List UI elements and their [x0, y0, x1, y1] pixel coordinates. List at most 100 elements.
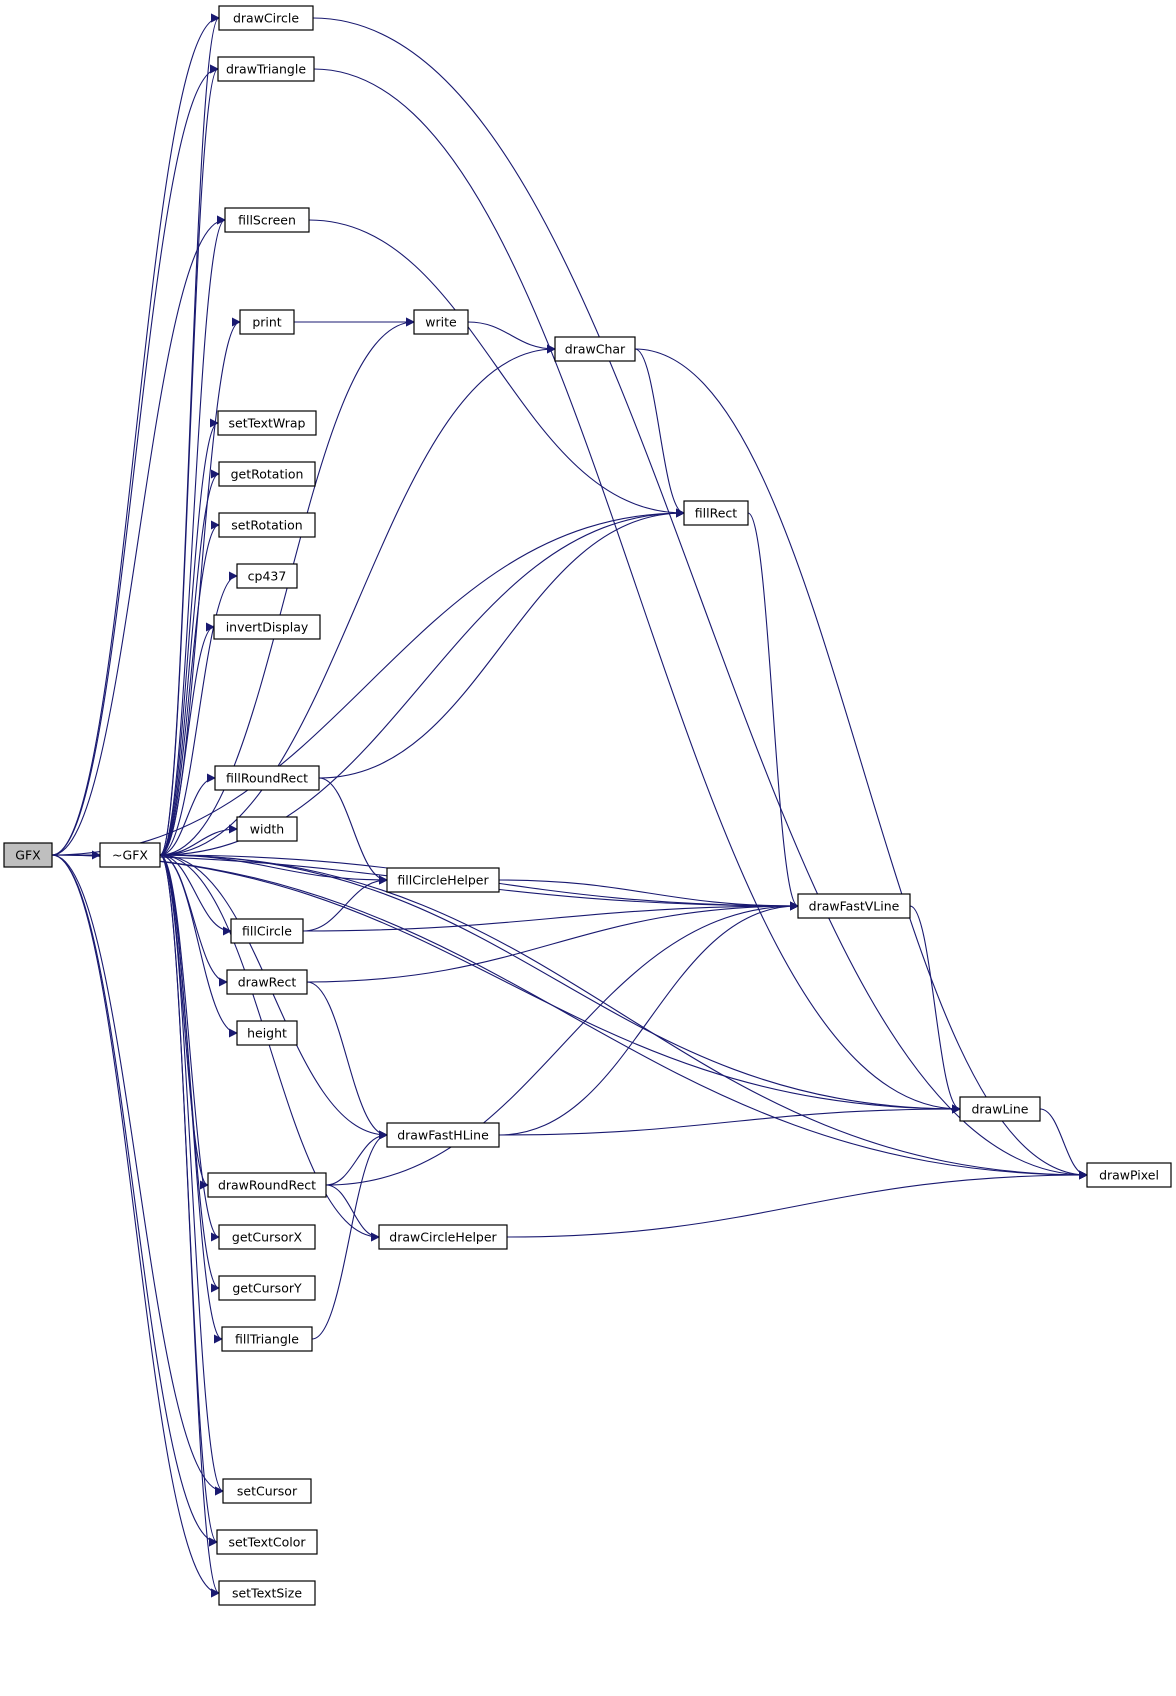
node-label: drawPixel [1099, 1168, 1159, 1183]
node-fillRoundRect[interactable]: fillRoundRect [214, 765, 320, 791]
edge-dtor-to-drawFastHLine [159, 854, 388, 1140]
edge-fillCircle-to-drawFastVLine [302, 901, 799, 932]
node-label: drawChar [565, 342, 626, 357]
node-box [797, 893, 911, 919]
node-drawFastVLine[interactable]: drawFastVLine [797, 893, 911, 919]
edge-path [51, 215, 226, 856]
node-label: drawRoundRect [218, 1178, 316, 1193]
edge-drawRect-to-drawFastVLine [306, 901, 799, 983]
edge-path [159, 571, 238, 856]
node-fillCircle[interactable]: fillCircle [230, 918, 304, 944]
node-label: setRotation [231, 518, 302, 533]
node-label: write [425, 315, 457, 330]
node-cp437[interactable]: cp437 [236, 563, 298, 589]
node-drawPixel[interactable]: drawPixel [1086, 1162, 1172, 1188]
edge-drawChar-to-fillRect [634, 348, 685, 518]
node-drawTriangle[interactable]: drawTriangle [217, 56, 315, 82]
node-GFX[interactable]: GFX [3, 842, 53, 868]
node-getCursorY[interactable]: getCursorY [218, 1275, 316, 1301]
edge-path [159, 773, 216, 856]
node-label: drawLine [971, 1102, 1028, 1117]
node-width[interactable]: width [236, 816, 298, 842]
edge-fillTriangle-to-drawFastHLine [311, 1130, 388, 1340]
node-drawLine[interactable]: drawLine [959, 1096, 1041, 1122]
node-label: getRotation [231, 467, 304, 482]
edge-path [498, 879, 799, 911]
node-getCursorX[interactable]: getCursorX [218, 1224, 316, 1250]
node-fillScreen[interactable]: fillScreen [224, 207, 310, 233]
node-getRotation[interactable]: getRotation [218, 461, 316, 487]
node-box [218, 1275, 316, 1301]
edge-path [159, 418, 219, 856]
node-label: fillRoundRect [226, 771, 308, 786]
node-label: fillCircle [242, 924, 292, 939]
edge-GFX-to-drawTriangle [51, 64, 219, 856]
node-label: drawFastVLine [809, 899, 900, 914]
node-print[interactable]: print [239, 309, 295, 335]
edge-dtor-to-fillTriangle [159, 854, 223, 1344]
node-setRotation[interactable]: setRotation [218, 512, 316, 538]
edge-fillCircle-to-fillCircleHelper [302, 875, 388, 932]
edge-path [318, 777, 388, 885]
node-label: fillTriangle [235, 1332, 299, 1347]
node-write[interactable]: write [413, 309, 469, 335]
node-label: invertDisplay [226, 620, 309, 635]
edge-path [51, 508, 685, 856]
node-fillCircleHelper[interactable]: fillCircleHelper [386, 867, 500, 893]
node-setTextColor[interactable]: setTextColor [216, 1529, 318, 1555]
node-setTextSize[interactable]: setTextSize [218, 1580, 316, 1606]
edge-path [159, 854, 224, 1496]
node-label: drawFastHLine [397, 1128, 489, 1143]
node-label: getCursorX [232, 1230, 303, 1245]
node-dtor[interactable]: ~GFX [99, 842, 161, 868]
node-setTextWrap[interactable]: setTextWrap [217, 410, 317, 436]
node-fillRect[interactable]: fillRect [683, 500, 749, 526]
node-box [226, 969, 308, 995]
edge-drawFastHLine-to-drawLine [498, 1104, 961, 1136]
node-box [224, 207, 310, 233]
edge-path [159, 854, 220, 1242]
node-box [683, 500, 749, 526]
edge-path [634, 348, 685, 518]
node-drawChar[interactable]: drawChar [554, 336, 636, 362]
node-invertDisplay[interactable]: invertDisplay [213, 614, 321, 640]
edge-path [159, 622, 215, 856]
node-box [222, 1478, 312, 1504]
node-drawRect[interactable]: drawRect [226, 969, 308, 995]
edge-path [159, 854, 220, 1598]
node-label: fillRect [695, 506, 738, 521]
edge-path [634, 348, 1088, 1180]
edge-path [302, 901, 799, 932]
node-drawCircle[interactable]: drawCircle [218, 5, 314, 31]
edge-path [318, 508, 685, 779]
node-setCursor[interactable]: setCursor [222, 1478, 312, 1504]
edge-path [159, 854, 1088, 1180]
node-label: drawRect [238, 975, 297, 990]
edge-GFX-to-setTextSize [51, 854, 220, 1598]
edge-path [159, 854, 223, 1344]
edge-drawLine-to-drawPixel [1039, 1108, 1088, 1180]
edge-path [306, 981, 388, 1140]
edge-GFX-to-setTextColor [51, 854, 218, 1547]
node-label: print [252, 315, 281, 330]
node-label: height [247, 1026, 287, 1041]
node-height[interactable]: height [236, 1020, 298, 1046]
node-fillTriangle[interactable]: fillTriangle [221, 1326, 313, 1352]
edge-path [159, 64, 219, 856]
node-box [218, 461, 316, 487]
node-drawRoundRect[interactable]: drawRoundRect [207, 1172, 327, 1198]
edge-drawTriangle-to-drawLine [313, 68, 961, 1114]
node-label: fillCircleHelper [397, 873, 489, 888]
node-label: setTextColor [228, 1535, 306, 1550]
node-label: cp437 [248, 569, 287, 584]
node-box [218, 1224, 316, 1250]
node-box [413, 309, 469, 335]
node-box [99, 842, 161, 868]
edge-path [467, 321, 556, 354]
edge-write-to-drawChar [467, 321, 556, 354]
node-drawFastHLine[interactable]: drawFastHLine [386, 1122, 500, 1148]
edge-GFX-to-drawPixel [51, 854, 1088, 1180]
node-box [236, 563, 298, 589]
node-drawCircleHelper[interactable]: drawCircleHelper [378, 1224, 508, 1250]
